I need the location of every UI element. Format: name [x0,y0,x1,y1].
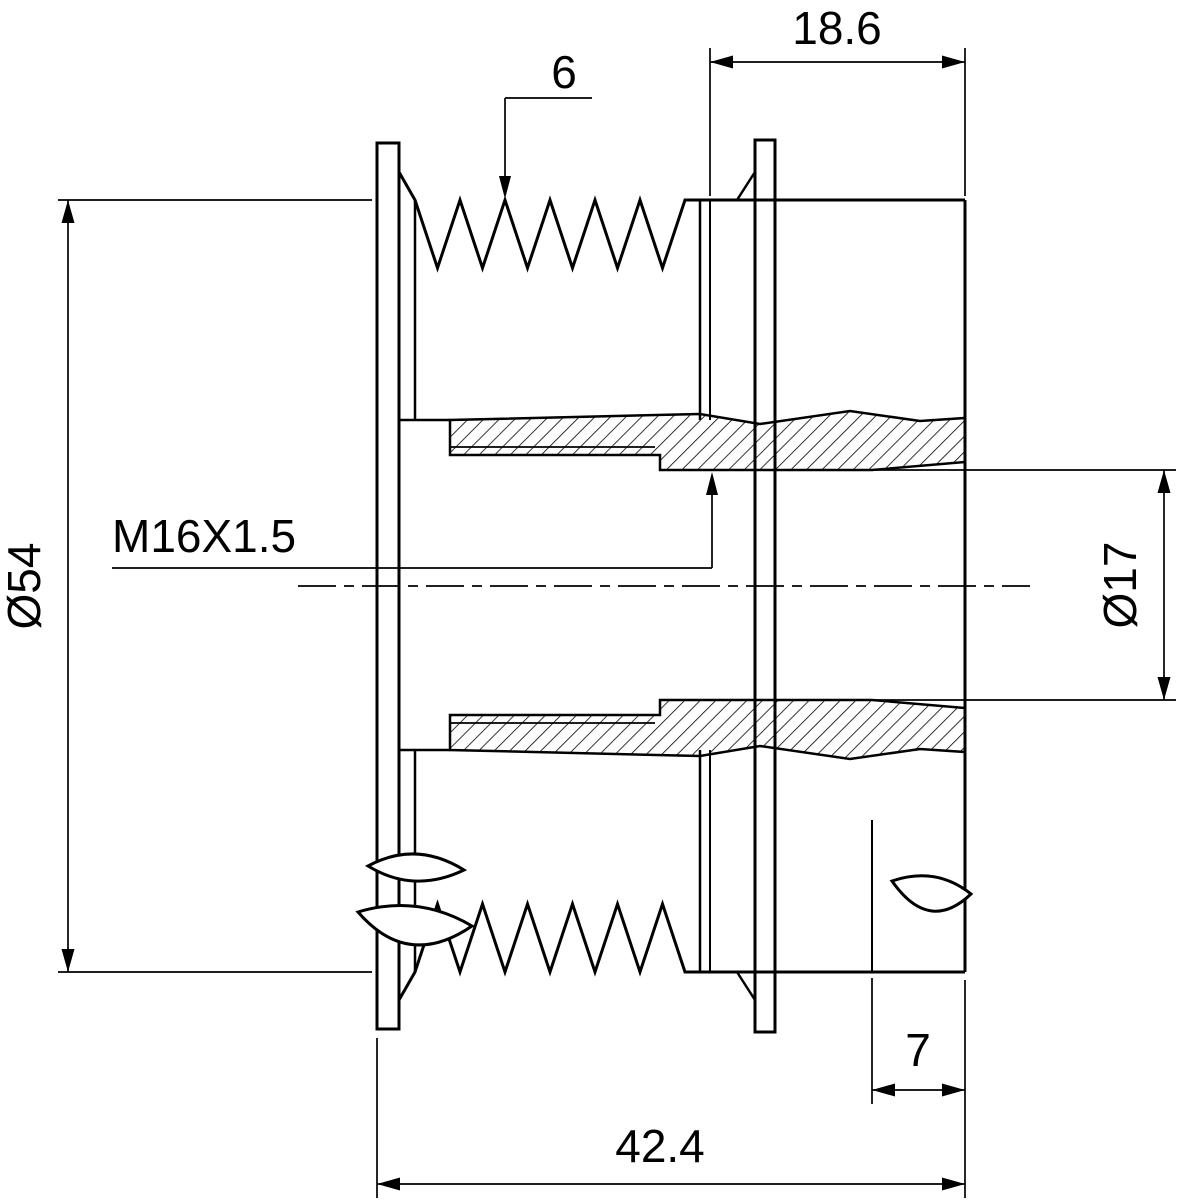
pulley-body [355,138,974,1034]
arrow-right-icon [942,1083,965,1097]
dim-17-label: Ø17 [1094,542,1146,629]
top-groove-profile [397,171,965,273]
thread-spec-label: M16X1.5 [112,510,296,562]
dimension-42-4: 42.4 [376,1038,965,1198]
arrow-left-icon [710,55,733,69]
arrow-down-icon [1157,677,1171,700]
arrow-down-icon [61,949,75,972]
right-flange-slope-bottom [735,971,757,1001]
dimension-diameter-17: Ø17 [872,469,1176,701]
dimension-diameter-54: Ø54 [0,199,372,973]
dimension-18-6: 18.6 [709,2,966,196]
section-hatch-top [448,409,967,472]
dim-6-label: 6 [551,46,577,98]
arrow-left-icon [377,1177,400,1191]
dim-18-6-label: 18.6 [792,2,882,54]
dimension-6: 6 [499,46,592,199]
dim-7-label: 7 [905,1024,931,1076]
arrow-right-icon [942,1177,965,1191]
arrow-up-icon [61,200,75,223]
arrow-up-icon [706,472,718,495]
section-hatch-bottom [448,698,967,761]
arrow-left-icon [872,1083,895,1097]
dim-54-label: Ø54 [0,543,50,630]
right-flange-slope-top [735,171,757,201]
clutch-element-left-1 [364,852,468,883]
dimension-7: 7 [871,978,966,1198]
clutch-element-right [889,874,974,913]
arrow-right-icon [942,55,965,69]
arrow-up-icon [1157,470,1171,493]
bottom-groove-profile [397,899,965,1001]
clutch-element-left-2 [355,904,475,947]
arrow-down-icon [499,176,511,199]
dim-42-4-label: 42.4 [615,1120,705,1172]
thread-callout: M16X1.5 [112,472,718,569]
